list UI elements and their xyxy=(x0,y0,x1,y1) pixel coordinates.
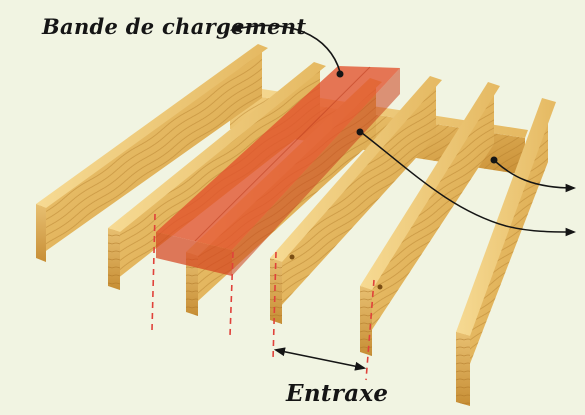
joist-callout-dot xyxy=(490,156,498,164)
dimension-lines xyxy=(151,213,375,381)
joist-callout-arrow xyxy=(495,161,577,193)
dimension-line-spacing-left xyxy=(272,251,277,361)
loading-band-callout-dot xyxy=(336,70,344,78)
beam-callout-dot xyxy=(356,128,364,136)
joist-1 xyxy=(36,44,268,262)
loading-band-callout-arrow xyxy=(229,23,341,73)
beam-callout-arrow xyxy=(361,132,577,237)
spacing-label: Entraxe xyxy=(286,380,389,407)
dimension-line-band-right xyxy=(229,251,234,337)
loading-band-label: Bande de chargement xyxy=(42,14,307,39)
joist-4 xyxy=(270,76,442,324)
dimension-line-band-left xyxy=(151,213,156,331)
dimension-line-spacing-right xyxy=(365,279,375,381)
spacing-arrow xyxy=(273,347,367,371)
loading-band xyxy=(156,66,400,276)
joist-6 xyxy=(456,98,556,406)
